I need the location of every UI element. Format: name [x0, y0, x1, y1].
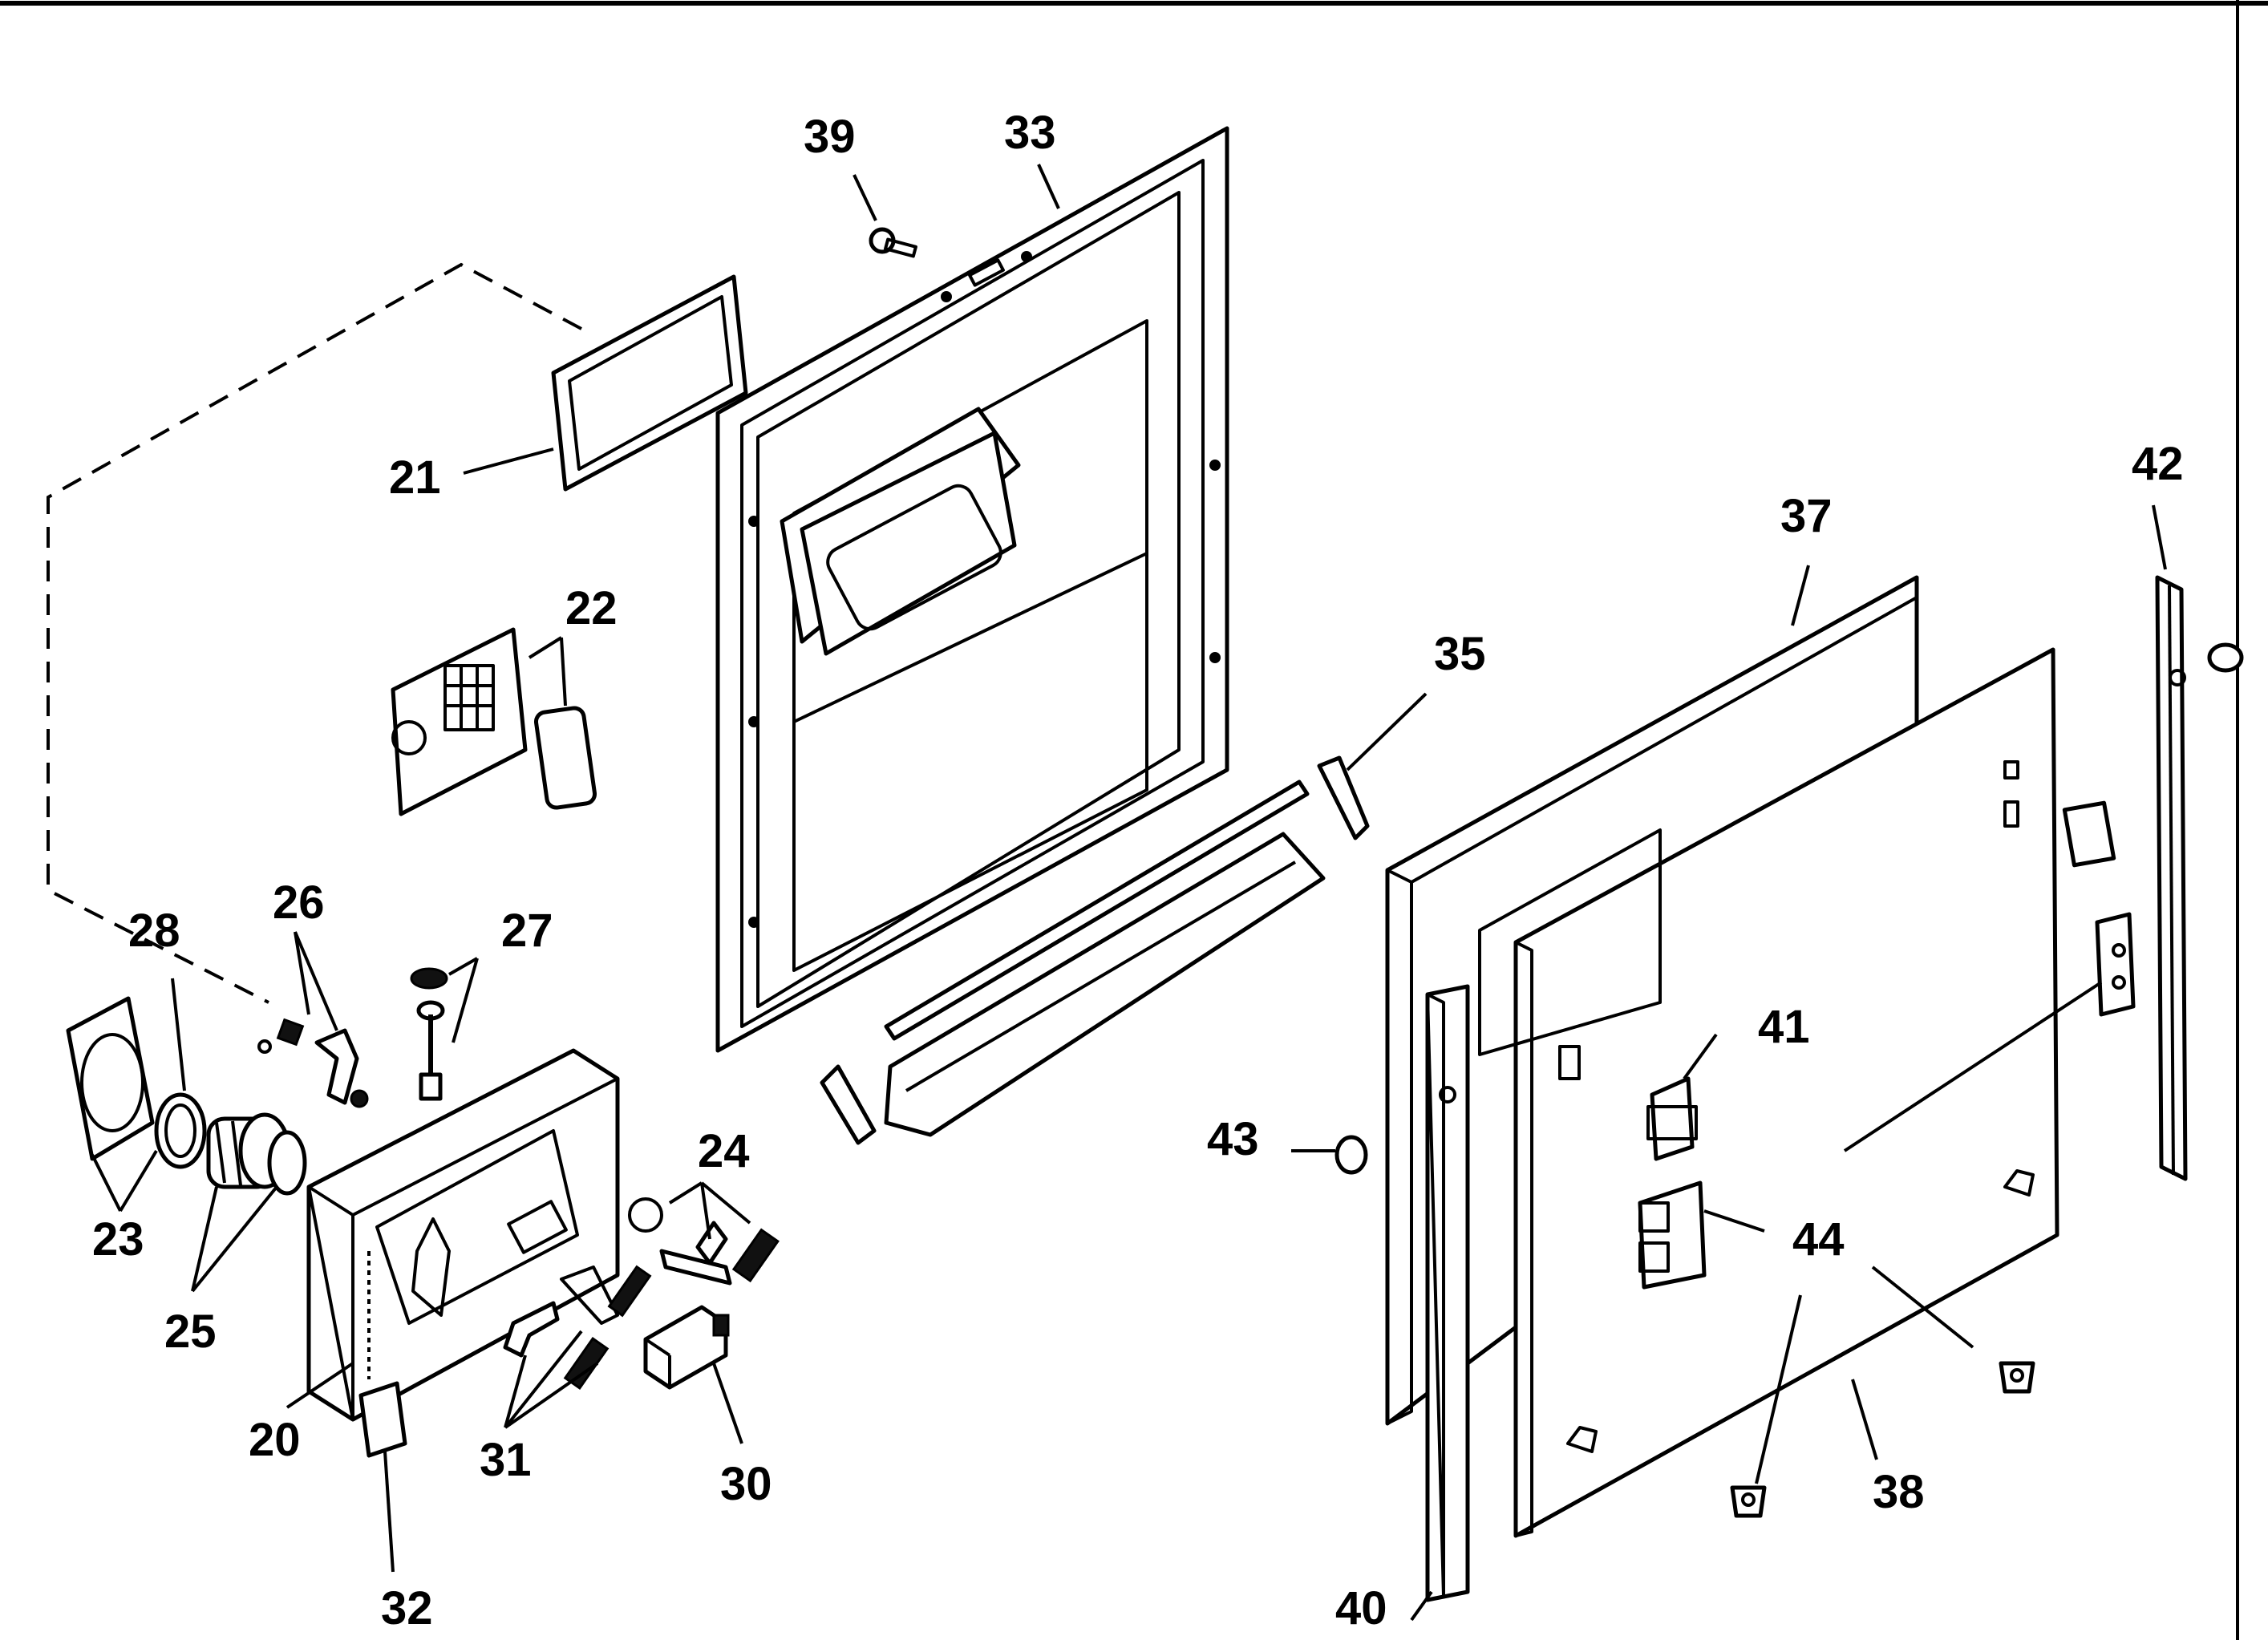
part-40-side-trim	[1425, 984, 1470, 1602]
callout-28: 28	[128, 905, 180, 957]
part-42-right-trim	[2155, 575, 2244, 1181]
leader-lines	[91, 164, 2167, 1622]
part-39-screw	[869, 227, 917, 258]
part-24-latch-parts	[628, 1197, 780, 1286]
part-33-inner-door	[715, 126, 1229, 1053]
part-26-spring-lever	[257, 1018, 369, 1108]
callout-39: 39	[804, 111, 856, 163]
door-bottom-rail	[820, 780, 1326, 1145]
callout-43: 43	[1207, 1113, 1259, 1165]
callout-23: 23	[92, 1213, 144, 1265]
part-23-ring-inner	[164, 1103, 196, 1158]
callout-25: 25	[164, 1306, 217, 1358]
callout-27: 27	[501, 905, 553, 957]
callout-44: 44	[1792, 1213, 1845, 1265]
part-41-clip	[1646, 1076, 1698, 1161]
part-35-bracket	[1317, 755, 1370, 840]
callout-21: 21	[389, 452, 441, 504]
callout-31: 31	[480, 1434, 532, 1486]
callout-30: 30	[720, 1458, 772, 1510]
part-38-front-panel	[1478, 647, 2059, 1538]
part-25-o-ring	[267, 1130, 307, 1196]
callout-40: 40	[1335, 1582, 1387, 1634]
part-30-switch	[643, 1305, 730, 1390]
callout-32: 32	[381, 1582, 433, 1634]
callout-38: 38	[1873, 1466, 1925, 1518]
part-28-dispenser-cap	[66, 996, 155, 1161]
part-22-pad	[533, 706, 597, 810]
callout-41: 41	[1758, 1001, 1810, 1053]
callout-labels: 39 33 21 22 35 37 42 26 28 27 24 23 25 2…	[92, 107, 2184, 1634]
part-43-plug	[1334, 1135, 1368, 1175]
callout-22: 22	[565, 582, 618, 634]
part-44-hinge-parts	[1638, 800, 2136, 1518]
assembly-dashed-outline	[47, 262, 582, 1004]
part-32-plate	[358, 1381, 407, 1458]
callout-20: 20	[249, 1414, 301, 1466]
part-27-plunger	[410, 967, 448, 1101]
part-21-gasket-frame	[551, 274, 748, 492]
callout-35: 35	[1434, 628, 1486, 680]
callout-42: 42	[2132, 438, 2184, 490]
door-dispenser-window	[780, 407, 1021, 656]
part-22-dispenser-cover	[391, 627, 528, 816]
callout-37: 37	[1780, 490, 1833, 542]
part-31-clips	[503, 1265, 652, 1390]
callout-26: 26	[273, 877, 325, 929]
callout-24: 24	[698, 1125, 750, 1177]
callout-33: 33	[1004, 107, 1056, 159]
